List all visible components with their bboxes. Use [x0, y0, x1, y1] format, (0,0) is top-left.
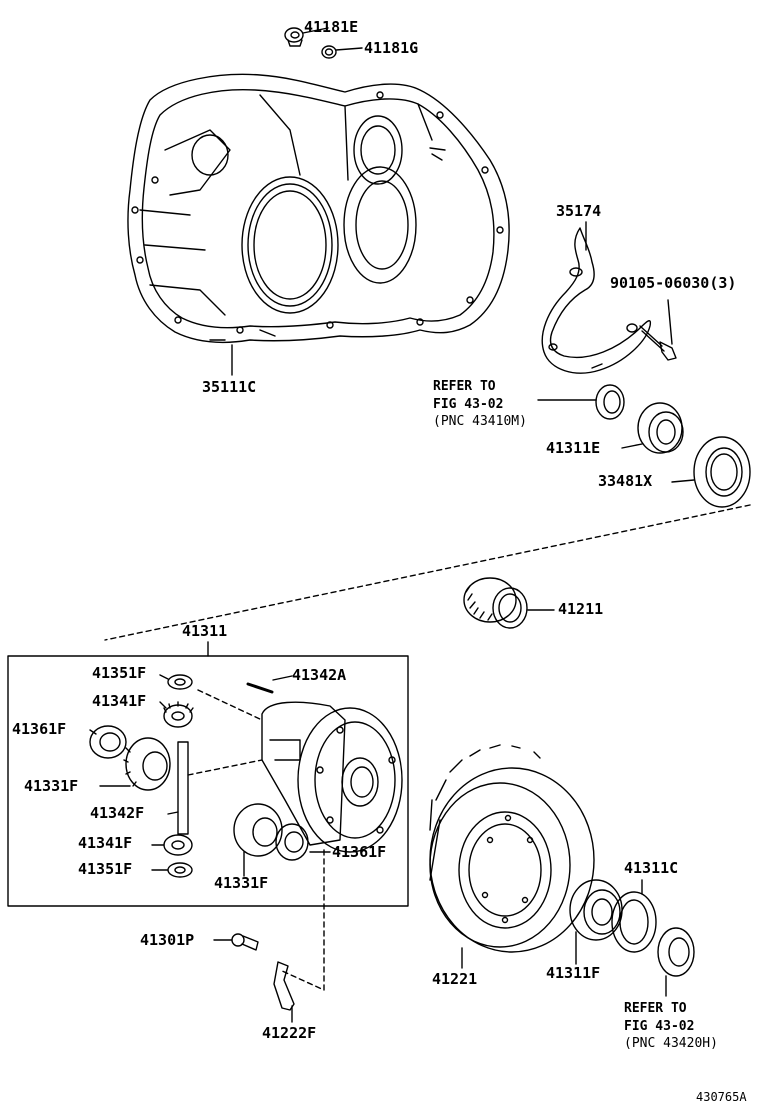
label-41311: 41311 — [182, 622, 228, 640]
label-33481x: 33481X — [598, 472, 653, 490]
oil-seal-ref-43410m — [595, 384, 625, 420]
label-41341f-top: 41341F — [92, 692, 147, 710]
label-41361f-right: 41361F — [332, 843, 387, 861]
ref-top-line2: FIG 43-02 — [433, 396, 504, 412]
label-41211: 41211 — [558, 600, 604, 618]
label-41331f-left: 41331F — [24, 777, 79, 795]
label-41361f-left: 41361F — [12, 720, 67, 738]
thrust-washer-41361f-right — [275, 823, 309, 861]
differential-case — [261, 701, 403, 853]
label-41221: 41221 — [432, 970, 478, 988]
speedometer-gear-41211 — [463, 577, 528, 629]
label-41342f: 41342F — [90, 804, 145, 822]
ref-top-line1: REFER TO — [433, 379, 496, 394]
bolt-90105-06030 — [639, 325, 677, 361]
transaxle-case-35111c — [127, 73, 510, 344]
label-90105-06030: 90105-06030(3) — [610, 274, 737, 292]
reference-note-top: REFER TO FIG 43-02 (PNC 43410M) — [433, 378, 527, 431]
label-41331f-bottom: 41331F — [214, 874, 269, 892]
ring-gear-41221 — [429, 744, 595, 953]
label-35111c: 35111C — [202, 378, 257, 396]
label-35174: 35174 — [556, 202, 602, 220]
ref-bottom-line3: (PNC 43420H) — [624, 1036, 718, 1052]
side-gear-41331f-bottom — [233, 803, 283, 857]
reference-note-bottom: REFER TO FIG 43-02 (PNC 43420H) — [624, 1000, 718, 1053]
washer-41351f-top — [167, 674, 193, 690]
ring-gear-bolt-41301p — [231, 933, 259, 951]
oil-seal-ref-43420h — [657, 927, 695, 977]
label-41311f: 41311F — [546, 964, 601, 982]
pinion-41341f-bottom — [163, 834, 193, 856]
thrust-washer-41361f-left — [89, 725, 127, 759]
label-41301p: 41301P — [140, 931, 195, 949]
ref-top-line3: (PNC 43410M) — [433, 414, 527, 430]
lock-plate-41222f — [273, 961, 295, 1011]
figure-id: 430765A — [696, 1090, 747, 1104]
label-41181e: 41181E — [304, 18, 359, 36]
label-41311e: 41311E — [546, 439, 601, 457]
ref-bottom-line1: REFER TO — [624, 1001, 687, 1016]
label-41311c: 41311C — [624, 859, 679, 877]
ref-bottom-line2: FIG 43-02 — [624, 1018, 695, 1034]
bearing-41311e — [637, 402, 684, 454]
plug-bolt-41181e — [284, 27, 304, 47]
bearing-race-33481x — [693, 436, 751, 508]
washer-41351f-bottom — [167, 862, 193, 878]
pinion-shaft-41342f — [177, 741, 189, 835]
shim-41311c — [611, 891, 657, 953]
label-41181g: 41181G — [364, 39, 419, 57]
label-41351f-bottom: 41351F — [78, 860, 133, 878]
label-41222f: 41222F — [262, 1024, 317, 1042]
label-41342a: 41342A — [292, 666, 347, 684]
side-gear-41331f-left — [123, 737, 171, 791]
label-41341f-bottom: 41341F — [78, 834, 133, 852]
bracket-35174 — [541, 227, 652, 374]
washer-41181g — [321, 45, 337, 59]
pinion-41341f-top — [163, 701, 194, 728]
label-41351f-top: 41351F — [92, 664, 147, 682]
